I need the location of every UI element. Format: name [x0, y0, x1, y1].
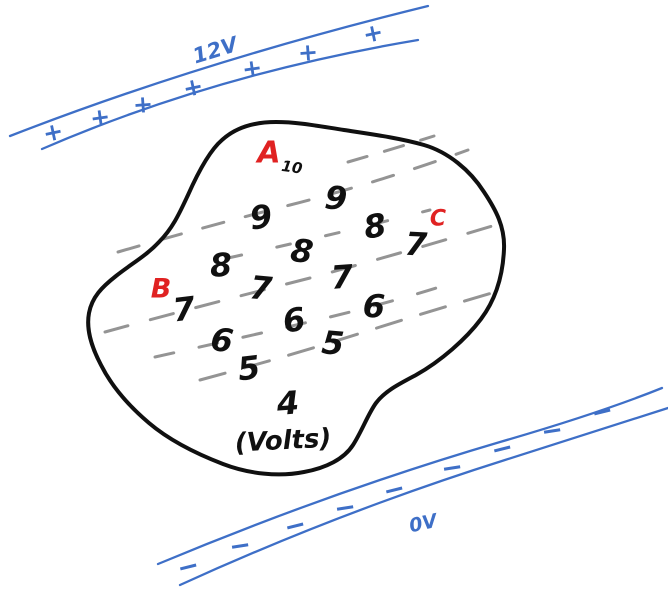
bottom-plate-upper-edge — [156, 386, 664, 566]
potential-reading: 6 — [280, 300, 308, 341]
marked-points: A 10 B C — [151, 136, 446, 305]
equipotential-line-7 — [103, 218, 514, 334]
plus-charge: + — [180, 72, 205, 104]
plus-charge: + — [360, 18, 385, 50]
point-b-label: B — [151, 273, 172, 304]
top-plate-upper-edge — [8, 4, 430, 138]
potential-reading: 5 — [320, 323, 345, 363]
bottom-plate: 0V −−−−−−−−− — [156, 386, 668, 587]
minus-charge: − — [227, 530, 253, 563]
equipotential-lines — [103, 134, 514, 382]
potential-reading: 4 — [275, 383, 301, 423]
equipotential-line-5 — [198, 291, 494, 382]
potential-reading: 7 — [171, 289, 198, 330]
potential-reading: 8 — [361, 206, 389, 247]
potential-reading: 8 — [209, 245, 234, 284]
bottom-plate-lower-edge — [178, 406, 668, 587]
equipotential-line-8 — [226, 208, 432, 260]
top-plate: 12V + + + + + + + — [8, 4, 430, 151]
potential-reading: 9 — [248, 197, 275, 237]
potential-reading: 7 — [404, 225, 429, 264]
minus-charges-layer: −−−−−−−−− — [174, 395, 616, 584]
point-a-subscript: 10 — [280, 157, 303, 178]
plus-charges-layer: + + + + + + + — [40, 18, 385, 149]
equipotential-line-6 — [153, 281, 454, 359]
plus-charge: + — [88, 102, 112, 133]
equipotential-line-9 — [116, 148, 470, 254]
plus-charge: + — [40, 117, 65, 149]
top-plate-lower-edge — [40, 38, 420, 151]
plus-charge: + — [297, 38, 319, 67]
potential-reading: 6 — [362, 287, 386, 326]
bottom-plate-voltage-label: 0V — [407, 510, 440, 538]
minus-charge: − — [488, 432, 516, 466]
minus-charge: − — [332, 492, 358, 525]
potential-reading: 5 — [236, 348, 263, 388]
potential-reading: 7 — [248, 268, 274, 308]
minus-charge: − — [439, 452, 465, 485]
point-c-label: C — [430, 207, 446, 232]
plus-charge: + — [240, 53, 264, 84]
minus-charge: − — [281, 509, 309, 543]
blob-outline — [86, 120, 507, 477]
equipotential-line-10 — [346, 134, 436, 164]
minus-charge: − — [588, 395, 616, 429]
potential-reading: 9 — [323, 178, 348, 218]
plus-charge: + — [132, 90, 154, 119]
minus-charge: − — [539, 415, 565, 448]
point-a-label: A — [255, 136, 280, 171]
top-plate-voltage-label: 12V — [190, 32, 242, 69]
potential-reading: 8 — [288, 231, 315, 272]
minus-charge: − — [174, 550, 202, 584]
potential-reading: 6 — [208, 320, 235, 361]
potential-reading: 7 — [330, 257, 356, 297]
volts-units-label: (Volts) — [234, 424, 332, 459]
